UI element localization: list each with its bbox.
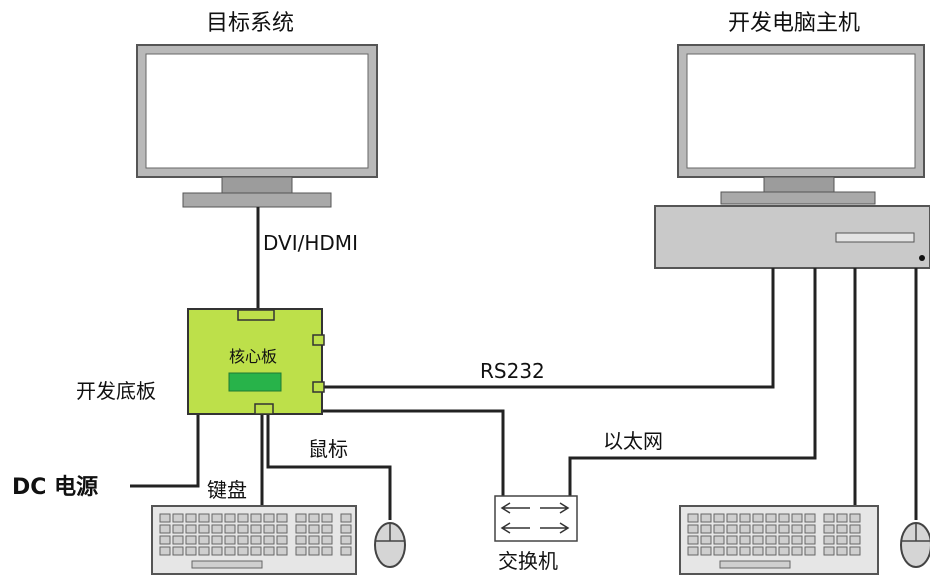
host-monitor-icon <box>677 44 925 205</box>
dc-power-cable <box>130 414 200 488</box>
board-bottom-connector <box>254 403 274 415</box>
target-monitor-icon <box>136 44 378 208</box>
network-switch-icon <box>494 495 578 542</box>
rs232-cable <box>322 268 775 389</box>
keyboard-icon <box>679 505 879 575</box>
mouse-label: 鼠标 <box>308 437 348 461</box>
mouse-icon <box>900 522 930 568</box>
ethernet-label: 以太网 <box>603 429 663 453</box>
dev-host-label: 开发电脑主机 <box>728 11 860 36</box>
desktop-case-icon <box>654 205 930 269</box>
connection-lines <box>130 207 918 520</box>
rs232-label: RS232 <box>480 359 545 383</box>
mouse-icon <box>374 522 406 568</box>
core-chip <box>228 372 282 392</box>
keyboard-label: 键盘 <box>207 478 247 502</box>
board-side-connector-1 <box>312 334 325 346</box>
board-top-connector <box>237 309 275 321</box>
dvi-hdmi-label: DVI/HDMI <box>263 231 358 255</box>
dev-baseboard-label: 开发底板 <box>76 379 156 403</box>
keyboard-icon <box>151 505 357 575</box>
switch-label: 交换机 <box>498 549 558 573</box>
board-side-connector-2 <box>312 381 325 393</box>
dc-power-label: DC 电源 <box>12 475 98 500</box>
core-board-label: 核心板 <box>229 347 277 366</box>
board-mouse-cable <box>266 414 392 520</box>
ethernet-cable <box>568 268 817 497</box>
target-system-label: 目标系统 <box>206 11 294 36</box>
dev-baseboard <box>187 308 325 415</box>
board-switch-cable <box>322 409 505 497</box>
